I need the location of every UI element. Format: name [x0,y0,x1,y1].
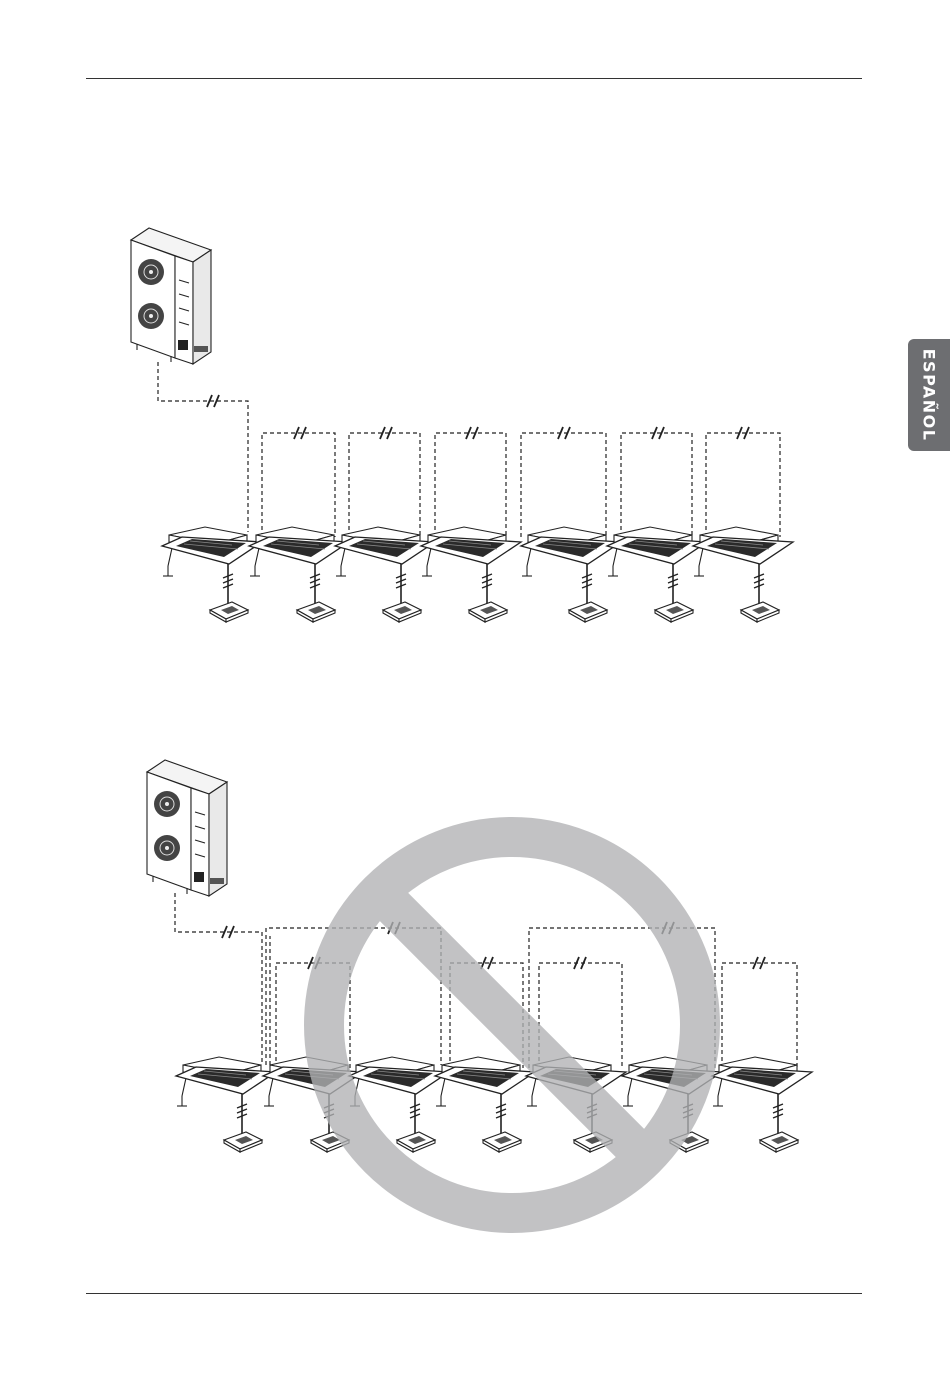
ground-icon [608,566,618,576]
remote-controller-icon [741,564,779,622]
ground-icon [694,566,704,576]
cassette-unit-icon [693,527,793,564]
indoor-unit [607,527,707,622]
ground-icon [623,1096,633,1106]
remote-controller-icon [397,1094,435,1152]
ground-icon [422,566,432,576]
ground-icon [250,566,260,576]
remote-controller-icon [760,1094,798,1152]
cassette-unit-icon [349,1057,449,1094]
diagram-incorrect-wiring [147,760,812,1152]
indoor-unit [335,527,435,622]
ground-icon [264,1096,274,1106]
ground-icon [713,1096,723,1106]
remote-controller-icon [569,564,607,622]
ground-icon [436,1096,446,1106]
ground-icon [336,566,346,576]
outdoor-unit [131,228,211,364]
indoor-group [262,427,780,537]
ground-icon [177,1096,187,1106]
indoor-unit [421,527,521,622]
cassette-unit-icon [162,527,262,564]
indoor-unit [249,527,349,622]
remote-controller-icon [655,564,693,622]
cassette-unit-icon [249,527,349,564]
indoor-unit-row [262,427,780,537]
cassette-unit-icon [435,1057,535,1094]
indoor-unit [693,527,793,622]
indoor-unit [162,527,262,622]
indoor-unit [712,1057,812,1152]
ground-icon [527,1096,537,1106]
remote-controller-icon [469,564,507,622]
ground-icon [522,566,532,576]
cassette-unit-icon [712,1057,812,1094]
remote-controller-icon [483,1094,521,1152]
remote-controller-icon [383,564,421,622]
indoor-unit [521,527,621,622]
indoor-unit [176,1057,276,1152]
cassette-unit-icon [176,1057,276,1094]
remote-controller-icon [224,1094,262,1152]
remote-controller-icon [210,564,248,622]
break-mark-icon [574,957,586,969]
diagram-correct-wiring [131,228,793,622]
prohibition-icon [324,837,700,1213]
remote-controller-icon [297,564,335,622]
ground-icon [163,566,173,576]
outdoor-unit [147,760,227,896]
indoor-unit [435,1057,535,1152]
